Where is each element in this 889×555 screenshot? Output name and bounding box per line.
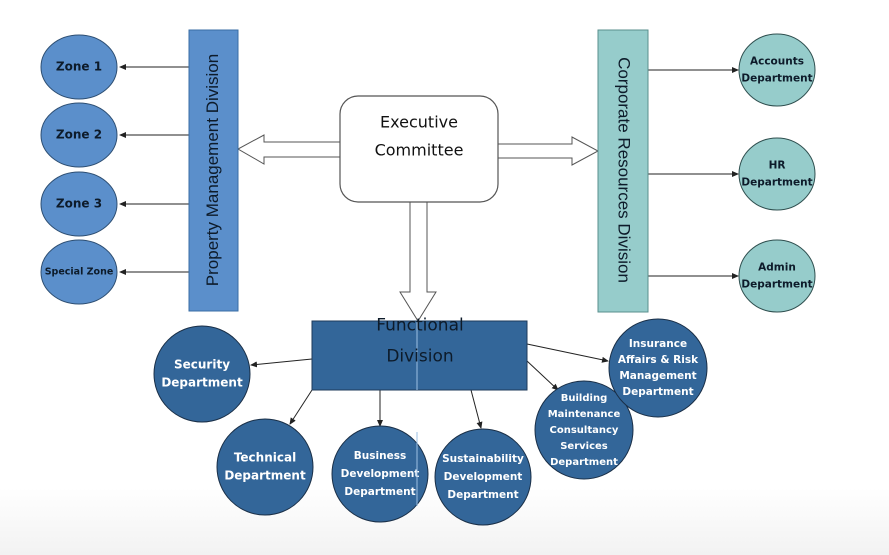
corporate-department-label: HR bbox=[769, 160, 786, 172]
corporate-resources-division[interactable] bbox=[597, 29, 649, 313]
corporate-department-label: Department bbox=[741, 73, 812, 85]
connectors bbox=[119, 64, 739, 429]
property-management-division-label: Property Management Division bbox=[203, 54, 222, 286]
connector-arrow bbox=[526, 343, 609, 363]
functional-department-label: Department bbox=[622, 386, 693, 398]
functional-department-label: Department bbox=[447, 489, 518, 501]
functional-department-node[interactable] bbox=[153, 325, 251, 423]
zone-node[interactable] bbox=[40, 34, 118, 100]
functional-department-label: Department bbox=[224, 469, 306, 483]
functional-department-label: Services bbox=[560, 441, 608, 452]
functional-department-node[interactable] bbox=[216, 418, 314, 516]
corporate-department-node[interactable] bbox=[738, 137, 816, 211]
executive-committee-label: Committee bbox=[375, 141, 464, 160]
block-arrow-down bbox=[399, 202, 437, 322]
property-management-division[interactable] bbox=[188, 29, 239, 312]
zone-label: Zone 3 bbox=[56, 197, 102, 211]
functional-department-label: Development bbox=[341, 468, 420, 480]
zone-node[interactable] bbox=[40, 239, 118, 305]
functional-department-label: Building bbox=[561, 393, 607, 404]
corporate-department-label: Department bbox=[741, 279, 812, 291]
functional-department-node[interactable] bbox=[608, 318, 708, 418]
executive-committee-label: Executive bbox=[380, 113, 458, 132]
corporate-department-label: Department bbox=[741, 177, 812, 189]
functional-department-label: Insurance bbox=[629, 338, 687, 350]
connector-arrow bbox=[250, 358, 313, 368]
block-arrow-left bbox=[236, 134, 340, 165]
connector-arrow bbox=[470, 389, 483, 429]
connector-arrow bbox=[289, 389, 313, 425]
functional-department-node[interactable] bbox=[331, 425, 429, 523]
functional-division-box[interactable] bbox=[311, 320, 528, 391]
functional-department-node[interactable] bbox=[534, 380, 634, 480]
corporate-department-node[interactable] bbox=[738, 239, 816, 313]
zone-label: Zone 1 bbox=[56, 60, 102, 74]
functional-division-label: Division bbox=[386, 347, 453, 367]
functional-department-label: Security bbox=[174, 358, 230, 372]
functional-department-label: Maintenance bbox=[548, 409, 621, 420]
functional-department-label: Department bbox=[161, 376, 243, 390]
functional-department-label: Consultancy bbox=[550, 425, 619, 436]
zone-node[interactable] bbox=[40, 102, 118, 168]
functional-department-label: Development bbox=[444, 471, 523, 483]
functional-department-label: Management bbox=[619, 370, 696, 382]
zone-label: Special Zone bbox=[45, 267, 114, 278]
corporate-resources-division-label: Corporate Resources Division bbox=[615, 57, 634, 283]
functional-department-node[interactable] bbox=[434, 428, 532, 526]
corporate-department-node[interactable] bbox=[738, 33, 816, 107]
zone-label: Zone 2 bbox=[56, 128, 102, 142]
functional-department-label: Department bbox=[550, 457, 618, 468]
corporate-department-label: Accounts bbox=[750, 56, 804, 68]
connector-arrow bbox=[526, 360, 559, 391]
zone-node[interactable] bbox=[40, 171, 118, 237]
executive-committee-box[interactable] bbox=[339, 95, 499, 203]
functional-department-label: Sustainability bbox=[442, 453, 524, 465]
functional-department-label: Business bbox=[354, 450, 406, 462]
functional-division-label: Functional bbox=[376, 316, 463, 336]
block-arrow-right bbox=[498, 136, 600, 166]
functional-department-label: Department bbox=[344, 486, 415, 498]
corporate-department-label: Admin bbox=[758, 262, 796, 274]
functional-department-label: Technical bbox=[234, 451, 296, 465]
functional-department-label: Affairs & Risk bbox=[618, 354, 699, 366]
